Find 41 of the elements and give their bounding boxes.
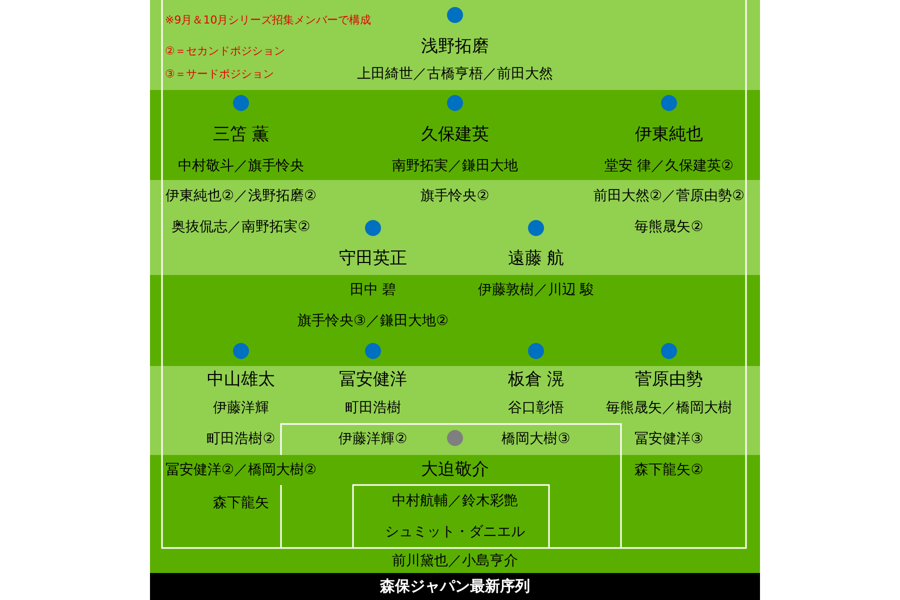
player-names: 伊藤敦樹／川辺 駿: [478, 283, 594, 297]
player-names: 毎熊晟矢／橋岡大樹: [606, 401, 732, 415]
player-names: 堂安 律／久保建英②: [604, 159, 734, 173]
player-names: 旗手怜央③／鎌田大地②: [297, 314, 449, 328]
player-names: 冨安健洋②／橋岡大樹②: [165, 463, 317, 477]
player-names: 町田浩樹: [345, 401, 401, 415]
player-names: 前川黛也／小島亨介: [392, 554, 518, 568]
player-name: 守田英正: [339, 250, 407, 268]
player-name: 三笘 薫: [212, 126, 270, 144]
player-name: 大迫敬介: [421, 462, 489, 478]
player-name: 菅原由勢: [635, 372, 703, 388]
player-name: 久保建英: [421, 126, 489, 144]
player-names: 中村航輔／鈴木彩艶: [392, 494, 518, 508]
player-names: 旗手怜央②: [420, 189, 490, 203]
player-name: 冨安健洋: [339, 372, 407, 388]
player-names: 田中 碧: [350, 283, 396, 297]
title: 森保ジャパン最新序列: [380, 576, 530, 598]
player-names: 谷口彰悟: [508, 401, 564, 415]
player-names: 奥抜侃志／南野拓実②: [172, 220, 310, 234]
player-name: 遠藤 航: [508, 250, 564, 268]
player-names: 前田大然②／菅原由勢②: [593, 189, 745, 203]
player-names: 森下龍矢②: [634, 463, 704, 477]
player-name: 伊東純也: [635, 126, 703, 144]
player-names: 橋岡大樹③: [502, 432, 570, 446]
player-names: シュミット・ダニエル: [385, 525, 525, 539]
player-names: 上田綺世／古橋亨梧／前田大然: [357, 67, 553, 81]
note-text: ③＝サードポジション: [165, 68, 274, 80]
player-names: 伊藤洋輝②: [338, 432, 408, 446]
note-text: ②＝セカンドポジション: [165, 46, 285, 56]
player-names: 中村敬斗／旗手怜央: [178, 159, 304, 173]
player-names: 南野拓実／鎌田大地: [392, 159, 518, 173]
player-name: 中山雄太: [207, 372, 275, 388]
player-names: 町田浩樹②: [206, 432, 276, 446]
player-name: 浅野拓磨: [421, 38, 489, 56]
player-names: 伊藤洋輝: [213, 401, 269, 415]
player-names: 伊東純也②／浅野拓磨②: [165, 189, 317, 203]
player-names: 森下龍矢: [213, 496, 269, 510]
player-name: 板倉 滉: [508, 372, 564, 388]
note-text: ※9月＆10月シリーズ招集メンバーで構成: [165, 14, 372, 26]
player-names: 冨安健洋③: [634, 432, 704, 446]
player-names: 毎熊晟矢②: [634, 220, 704, 234]
